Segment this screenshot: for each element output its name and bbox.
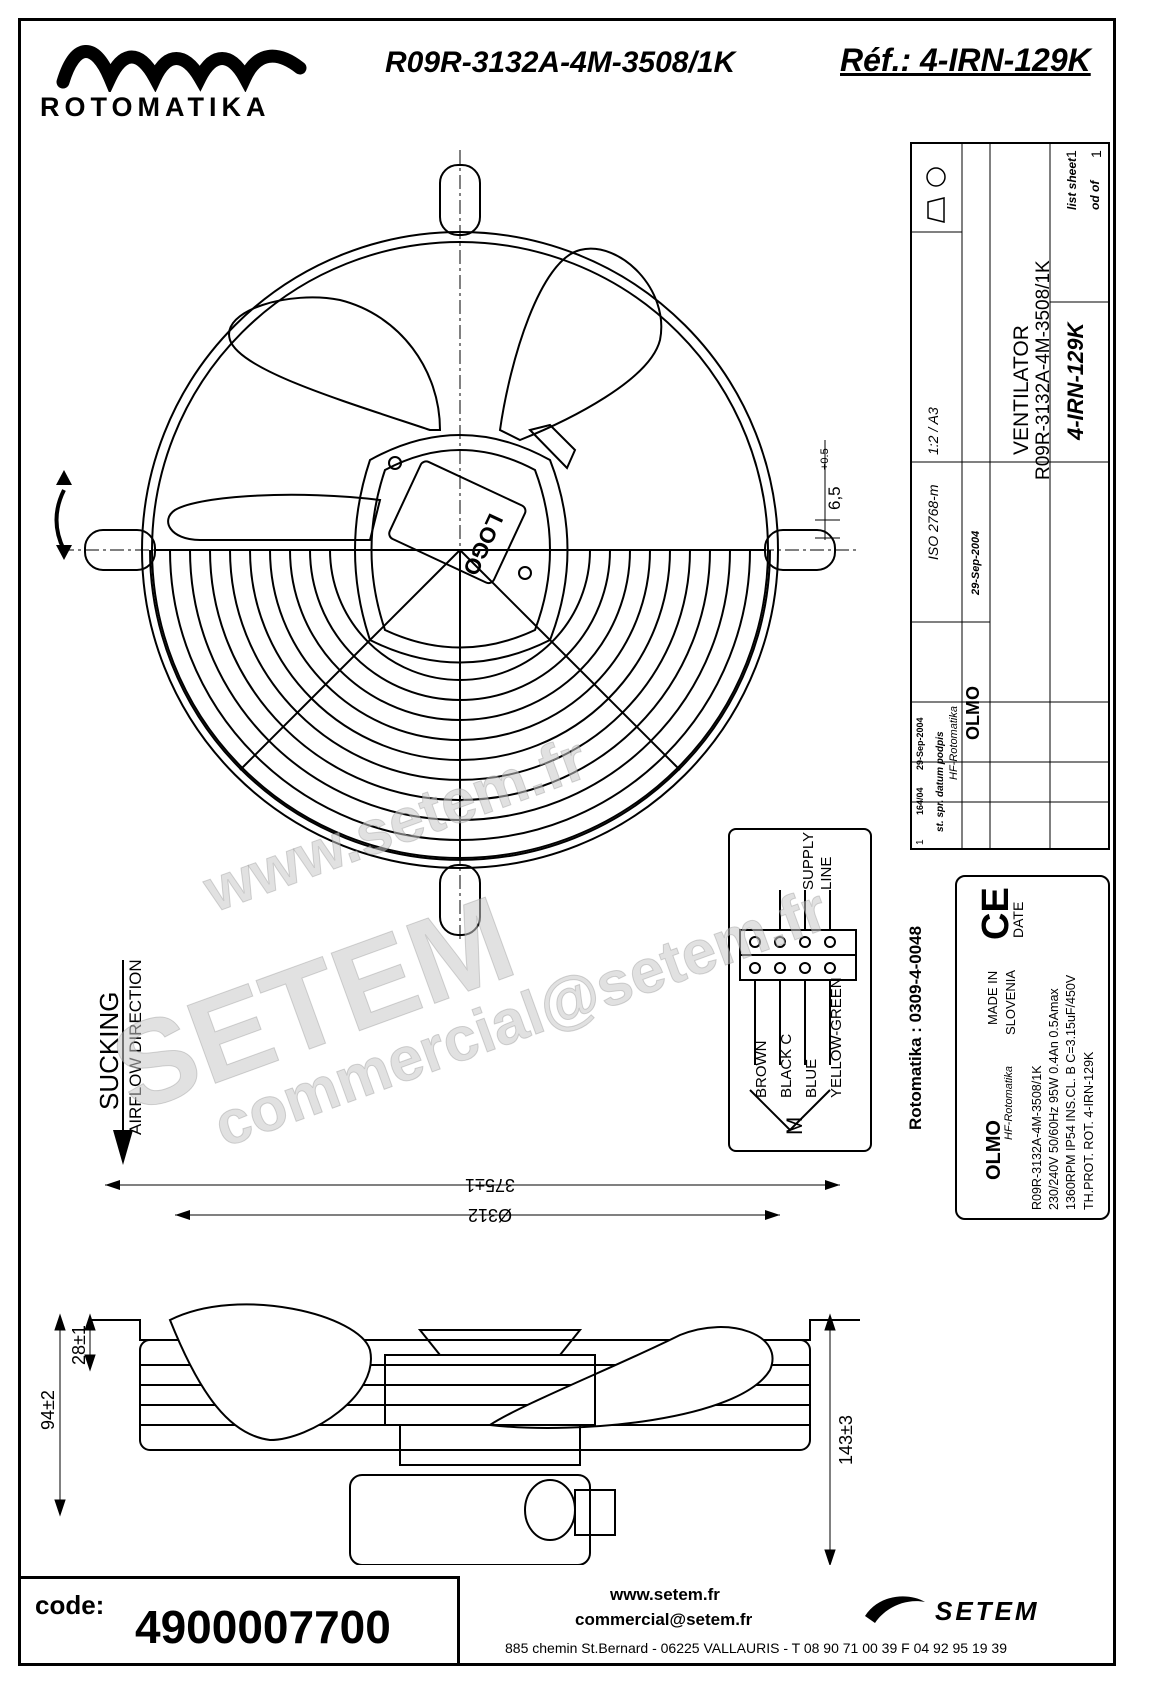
clearance-tolerance: +0.5 [819, 448, 831, 470]
revision-row-date: 29-Sep-2004 [915, 717, 925, 770]
title-block-title: VENTILATOR [1010, 325, 1033, 455]
title-block-company: HF-Rotomatika [948, 706, 960, 780]
code-label: code: [35, 1590, 105, 1620]
wire-black-label: BLACK C [778, 1033, 795, 1098]
flange-height-dimension: 28±1 [69, 1325, 89, 1365]
model-number: R09R-3132A-4M-3508/1K [385, 46, 736, 79]
title-block-tolerance: ISO 2768-m [925, 484, 941, 560]
nameplate-line-3: 1360RPM IP54 INS.CL. B C=3.15uF/450V [1064, 974, 1078, 1210]
made-in-line-2: SLOVENIA [1003, 969, 1018, 1035]
revision-row-version: 164/04 [915, 787, 925, 815]
sheet-label: list sheet [1065, 157, 1079, 210]
clearance-dimension: 6,5 [825, 486, 844, 510]
footer-address: 885 chemin St.Bernard - 06225 VALLAURIS … [505, 1640, 1007, 1656]
nameplate-line-2: 230/240V 50/60Hz 95W 0.4An 0.5Amax [1047, 988, 1061, 1210]
total-depth-dimension: 94±2 [40, 1390, 58, 1430]
airflow-arrow-icon [113, 960, 133, 1165]
overall-width-dimension: 375±1 [465, 1175, 515, 1195]
footer-email: commercial@setem.fr [575, 1610, 753, 1629]
nameplate [955, 875, 1110, 1220]
title-block-date: 29-Sep-2004 [970, 530, 982, 595]
nameplate-company: HF-Rotomatika [1003, 1066, 1015, 1140]
total-height-dimension: 143±3 [836, 1415, 856, 1465]
reference-code: Réf.: 4-IRN-129K [840, 42, 1091, 78]
wiring-diagram [728, 828, 872, 1152]
revision-row-id: 1 [915, 839, 926, 845]
nameplate-line-4: TH.PROT. ROT. 4-IRN-129K [1082, 1051, 1096, 1210]
front-view-drawing: 6,5 +0.5 LOGO [54, 150, 860, 940]
setem-logo: SETEM [935, 1596, 1040, 1626]
title-block-model: R09R-3132A-4M-3508/1K [1033, 260, 1054, 480]
code-value: 4900007700 [135, 1601, 391, 1653]
rotomatika-logo-icon [56, 45, 307, 92]
wiring-line-label: LINE [818, 856, 835, 890]
made-in-line-1: MADE IN [985, 970, 1000, 1025]
drawing-sheet-border [18, 18, 1116, 1666]
side-view-drawing: 375±1 Ø312 94±2 28±1 143±3 [40, 1175, 860, 1565]
of-label: od of [1088, 180, 1102, 210]
of-number: 1 [1088, 150, 1104, 158]
nameplate-date-label: DATE [1010, 901, 1026, 938]
nameplate-line-1: R09R-3132A-4M-3508/1K [1030, 1065, 1044, 1210]
wire-blue-label: BLUE [803, 1058, 820, 1098]
revision-row-labels: st. spr. datum podpis [935, 731, 946, 832]
approval-number: Rotomatika : 0309-4-0048 [906, 925, 925, 1130]
title-block-olmo-logo: OLMO [963, 686, 983, 740]
wiring-terminals [739, 890, 857, 1132]
motor-symbol: M [782, 1116, 807, 1135]
hub-logo-text: LOGO [458, 510, 508, 579]
title-block-grid [910, 142, 1110, 850]
wire-brown-label: BROWN [753, 1040, 770, 1099]
wiring-supply-label: SUPPLY [800, 831, 817, 890]
code-box [20, 1576, 460, 1664]
footer-website: www.setem.fr [610, 1585, 720, 1604]
title-block-scale: 1:2 / A3 [925, 407, 941, 455]
title-block-code: 4-IRN-129K [1063, 322, 1088, 440]
diameter-dimension: Ø312 [468, 1205, 512, 1225]
sheet-number: 1 [1063, 150, 1079, 158]
setem-swirl-icon [865, 1596, 925, 1623]
brand-name: ROTOMATIKA [40, 92, 271, 122]
title-block [910, 142, 1110, 850]
wire-yellow-green-label: YELLOW-GREEN [828, 977, 845, 1098]
